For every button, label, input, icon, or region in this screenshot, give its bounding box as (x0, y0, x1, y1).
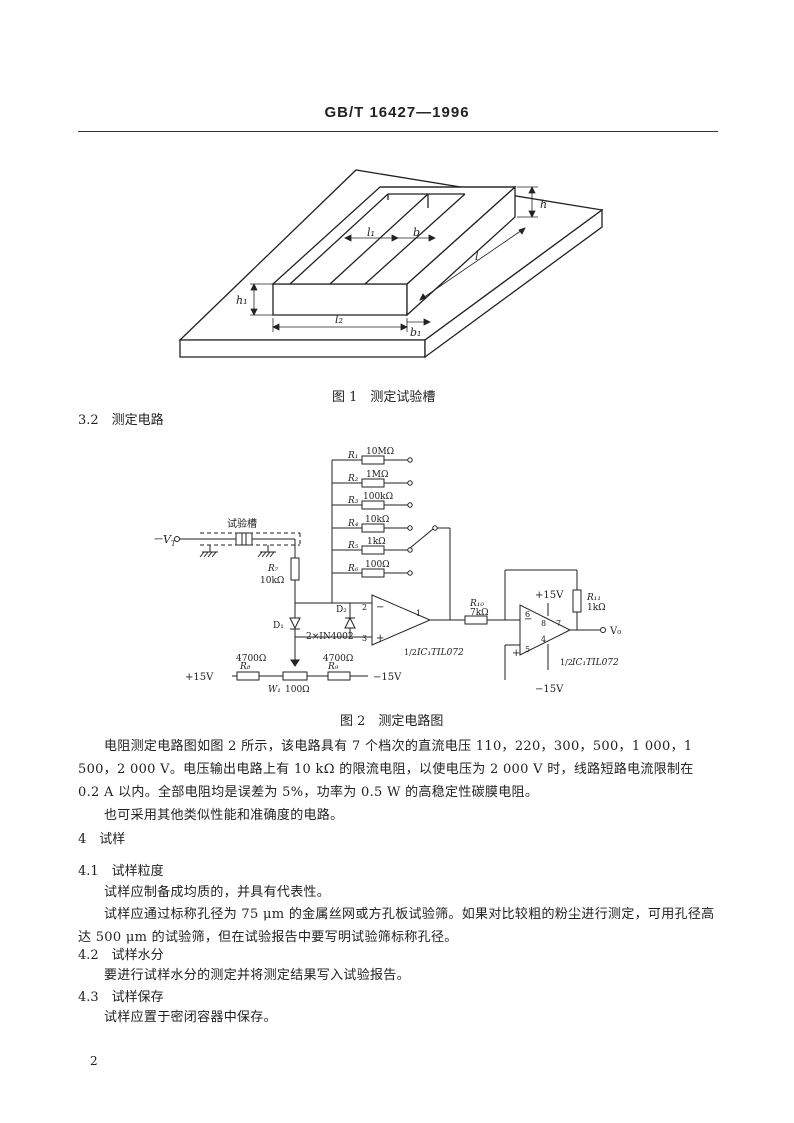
label-pin7: 7 (556, 619, 561, 628)
label-plus15: +15V (185, 672, 214, 683)
section-4-2-title: 4.2 试样水分 (78, 948, 164, 963)
paragraph-circuit-description: 电阻测定电路图如图 2 所示，该电路具有 7 个档次的直流电压 110，220，… (78, 739, 694, 800)
header-rule (78, 131, 718, 132)
page-header: GB/T 16427—1996 (324, 104, 470, 121)
label-pin1: 1 (416, 609, 421, 618)
section-4-title: 4 试样 (78, 832, 126, 847)
label-half-2: 1/2 (560, 658, 573, 667)
dim-h: h (540, 198, 547, 211)
label-half-1: 1/2 (404, 648, 417, 657)
label-r3-val: 100kΩ (363, 492, 393, 502)
label-w1-val: 100Ω (285, 685, 310, 695)
dim-h1: h₁ (236, 294, 248, 307)
dim-l: l (475, 250, 479, 263)
label-amp2: IC₁TIL072 (571, 658, 619, 668)
label-diodes: 2×IN4002 (306, 632, 354, 642)
paragraph-4-3: 试样应置于密闭容器中保存。 (104, 1010, 277, 1025)
section-3-2-title: 3.2 测定电路 (78, 413, 164, 428)
section-4-3-title: 4.3 试样保存 (78, 990, 164, 1005)
label-op1-minus: − (376, 602, 384, 613)
label-r11: R₁₁ (586, 593, 601, 603)
figure-1-caption: 图 1 测定试验槽 (332, 390, 436, 405)
label-r5-val: 1kΩ (367, 537, 386, 547)
paragraph-4-1-b: 试样应通过标称孔径为 75 μm 的金属丝网或方孔板试验筛。如果对比较粗的粉尘进… (78, 907, 715, 945)
label-vin: －V (152, 533, 172, 546)
label-pin2: 2 (362, 603, 367, 612)
label-amp2-minus15: −15V (535, 684, 564, 695)
label-r2-val: 1MΩ (366, 470, 388, 480)
label-r10: R₁₀ (469, 599, 484, 609)
paragraph-alternative-circuit: 也可采用其他类似性能和准确度的电路。 (104, 808, 344, 823)
figure-2-caption: 图 2 测定电路图 (340, 714, 444, 729)
label-pin5: 5 (525, 645, 530, 654)
dim-b: b (413, 226, 420, 239)
label-op1-plus: + (376, 633, 384, 644)
label-minus15: −15V (373, 672, 402, 683)
label-r5: R₅ (347, 541, 359, 551)
label-r8-val: 4700Ω (236, 654, 266, 664)
label-vin-sub: T (171, 540, 177, 548)
label-op2-plus: + (512, 648, 520, 659)
label-r4: R₄ (347, 519, 359, 529)
section-4-1-title: 4.1 试样粒度 (78, 864, 164, 879)
label-d1: D₁ (273, 621, 284, 631)
figure-1-test-cell: l₁ b l h h₁ l₂ b₁ (178, 169, 604, 359)
label-pin4: 4 (541, 635, 546, 644)
label-r10-val: 7kΩ (470, 608, 489, 618)
label-w1: W₁ (268, 685, 281, 695)
label-d2: D₂ (336, 605, 347, 615)
label-vo: V₀ (609, 626, 621, 637)
label-amp2-plus15: +15V (535, 590, 564, 601)
label-r11-val: 1kΩ (587, 603, 606, 613)
dim-l1: l₁ (367, 226, 375, 239)
paragraph-4-1-a: 试样应制备成均质的，并具有代表性。 (104, 885, 331, 900)
label-r9: R₉ (327, 662, 339, 672)
paragraph-4-2: 要进行试样水分的测定并将测定结果写入试验报告。 (104, 968, 410, 983)
label-r7-val: 10kΩ (260, 576, 284, 586)
label-r3: R₃ (347, 496, 359, 506)
label-r7: R₇ (267, 564, 279, 574)
label-pin6: 6 (525, 610, 530, 619)
label-op2-minus: − (524, 614, 532, 625)
label-r1: R₁ (347, 451, 358, 461)
label-r6: R₆ (347, 564, 359, 574)
label-r4-val: 10kΩ (365, 515, 389, 525)
label-amp1: IC₁TIL072 (416, 648, 464, 658)
figure-2-circuit: －V T 试验槽 R₇ 10kΩ R₁ 10MΩ R₂ 1MΩ R₃ 100kΩ… (152, 447, 621, 695)
label-cell: 试验槽 (227, 517, 257, 530)
label-r2: R₂ (347, 474, 359, 484)
label-r6-val: 100Ω (365, 560, 390, 570)
dim-b1: b₁ (410, 326, 421, 339)
label-r8: R₈ (239, 662, 251, 672)
label-pin8: 8 (541, 619, 546, 628)
label-r1-val: 10MΩ (366, 447, 394, 457)
label-pin3: 3 (362, 634, 367, 643)
dim-l2: l₂ (335, 313, 343, 326)
label-r9-val: 4700Ω (323, 654, 353, 664)
page-number: 2 (90, 1054, 98, 1068)
